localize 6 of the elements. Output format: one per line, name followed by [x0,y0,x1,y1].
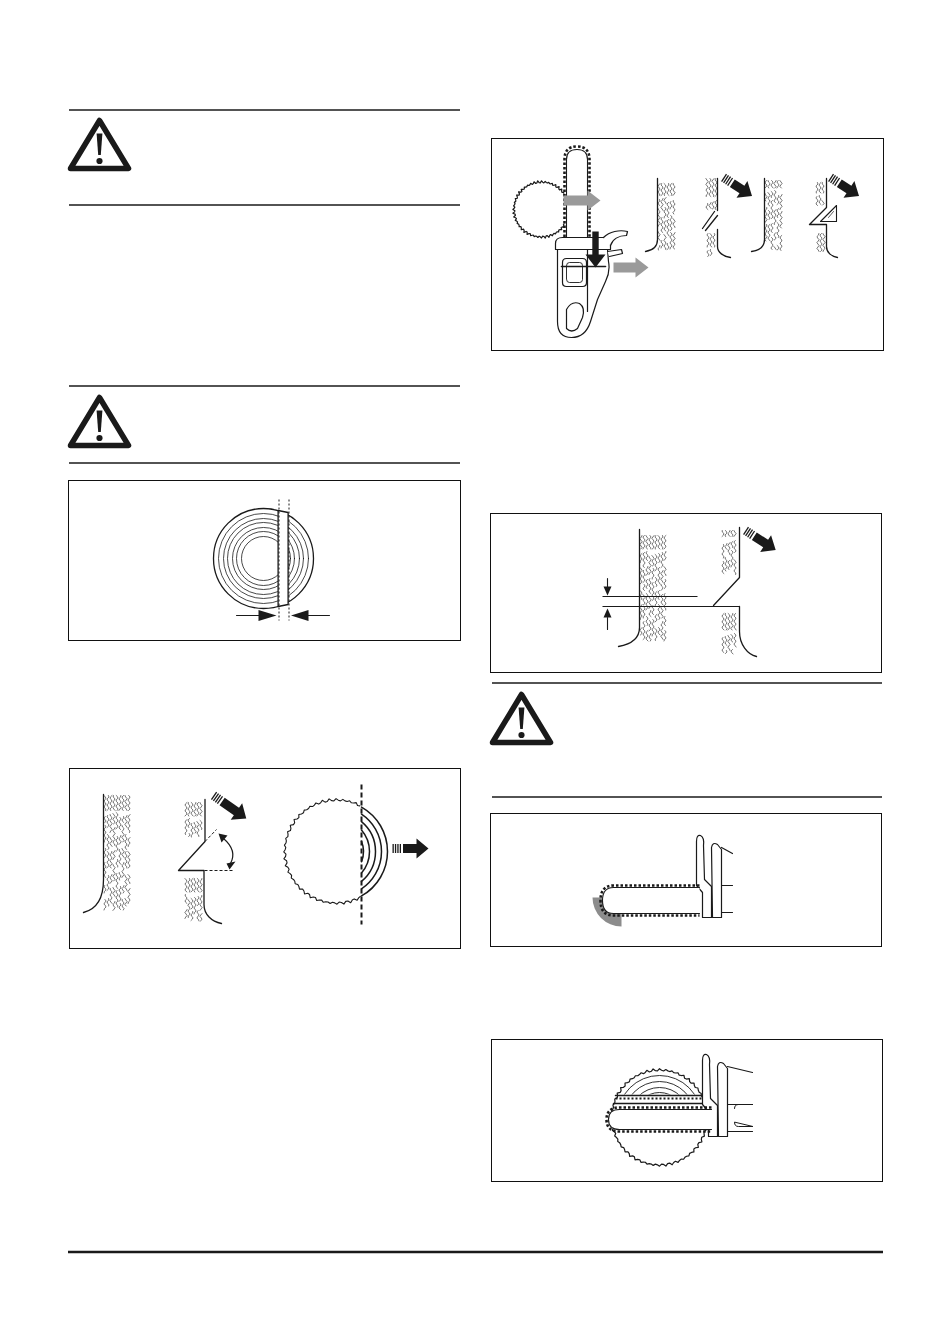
illustration-panel [491,1039,883,1182]
illustration-panel [490,513,882,673]
illustration-panel [491,138,884,351]
illustration-panel [490,813,882,947]
illustration-panel [68,480,461,641]
illustration-panel [69,768,461,949]
